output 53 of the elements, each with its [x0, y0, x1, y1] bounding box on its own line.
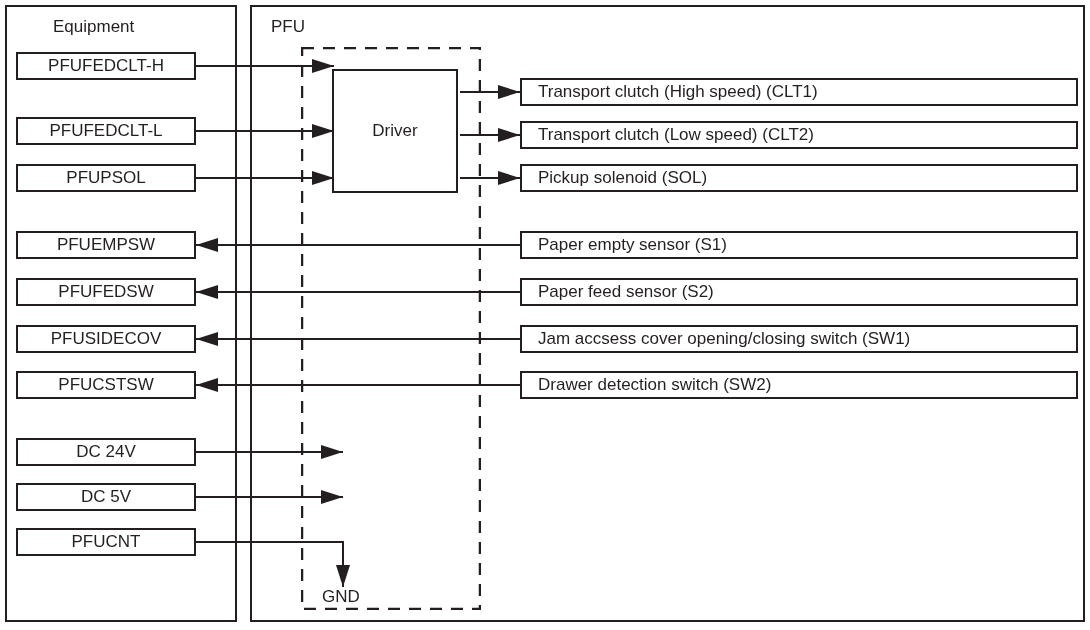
- signal-name: Pickup solenoid (SOL): [538, 168, 708, 188]
- signal-box: [16, 438, 196, 466]
- panel-heading: Equipment: [53, 17, 135, 37]
- signal-name: Transport clutch (Low speed) (CLT2): [538, 125, 814, 145]
- signal-name: PFUPSOL: [66, 168, 146, 188]
- signal-name: PFUFEDCLT-H: [48, 56, 164, 76]
- signal-name: DC 5V: [80, 487, 132, 507]
- arrow: [195, 238, 521, 252]
- signal-box: [520, 371, 1078, 399]
- signal-name: PFUEMPSW: [56, 235, 156, 255]
- dashed-boundary: [301, 47, 481, 610]
- arrow: [195, 541, 350, 588]
- arrow: [459, 85, 521, 99]
- signal-box: [520, 121, 1078, 149]
- signal-name: PFUFEDSW: [58, 282, 154, 302]
- signal-name: PFUCSTSW: [58, 375, 154, 395]
- driver-box: [332, 69, 458, 193]
- signal-box: [16, 117, 196, 145]
- signal-name: DC 24V: [76, 442, 136, 462]
- signal-name: Transport clutch (High speed) (CLT1): [538, 82, 818, 102]
- ground-label-text: GND: [322, 587, 360, 607]
- signal-box: [16, 278, 196, 306]
- signal-box: [520, 78, 1078, 106]
- signal-box: [520, 325, 1078, 353]
- signal-box: [16, 231, 196, 259]
- signal-box: [16, 528, 196, 556]
- signal-name: PFUCNT: [71, 532, 141, 552]
- arrow: [459, 128, 521, 142]
- signal-box: [520, 164, 1078, 192]
- arrow: [195, 332, 521, 346]
- signal-box: [16, 164, 196, 192]
- signal-box: [16, 325, 196, 353]
- signal-name: PFUSIDECOV: [50, 329, 162, 349]
- signal-name: Jam accsess cover opening/closing switch (SW1): [538, 329, 911, 349]
- signal-name: Driver: [372, 121, 418, 141]
- signal-name: Paper feed sensor (S2): [538, 282, 714, 302]
- arrow: [195, 285, 521, 299]
- signal-box: [16, 483, 196, 511]
- signal-name: Drawer detection switch (SW2): [538, 375, 772, 395]
- signal-name: PFUFEDCLT-L: [49, 121, 163, 141]
- panel-frame: [250, 5, 1085, 622]
- arrow: [195, 490, 344, 504]
- signal-box: [16, 52, 196, 80]
- arrow: [195, 378, 521, 392]
- arrow: [195, 445, 344, 459]
- signal-name: Paper empty sensor (S1): [538, 235, 727, 255]
- signal-box: [520, 231, 1078, 259]
- signal-box: [520, 278, 1078, 306]
- signal-box: [16, 371, 196, 399]
- panel-heading: PFU: [271, 17, 305, 37]
- arrow: [195, 59, 335, 73]
- arrow: [459, 171, 521, 185]
- panel-frame: [5, 5, 237, 622]
